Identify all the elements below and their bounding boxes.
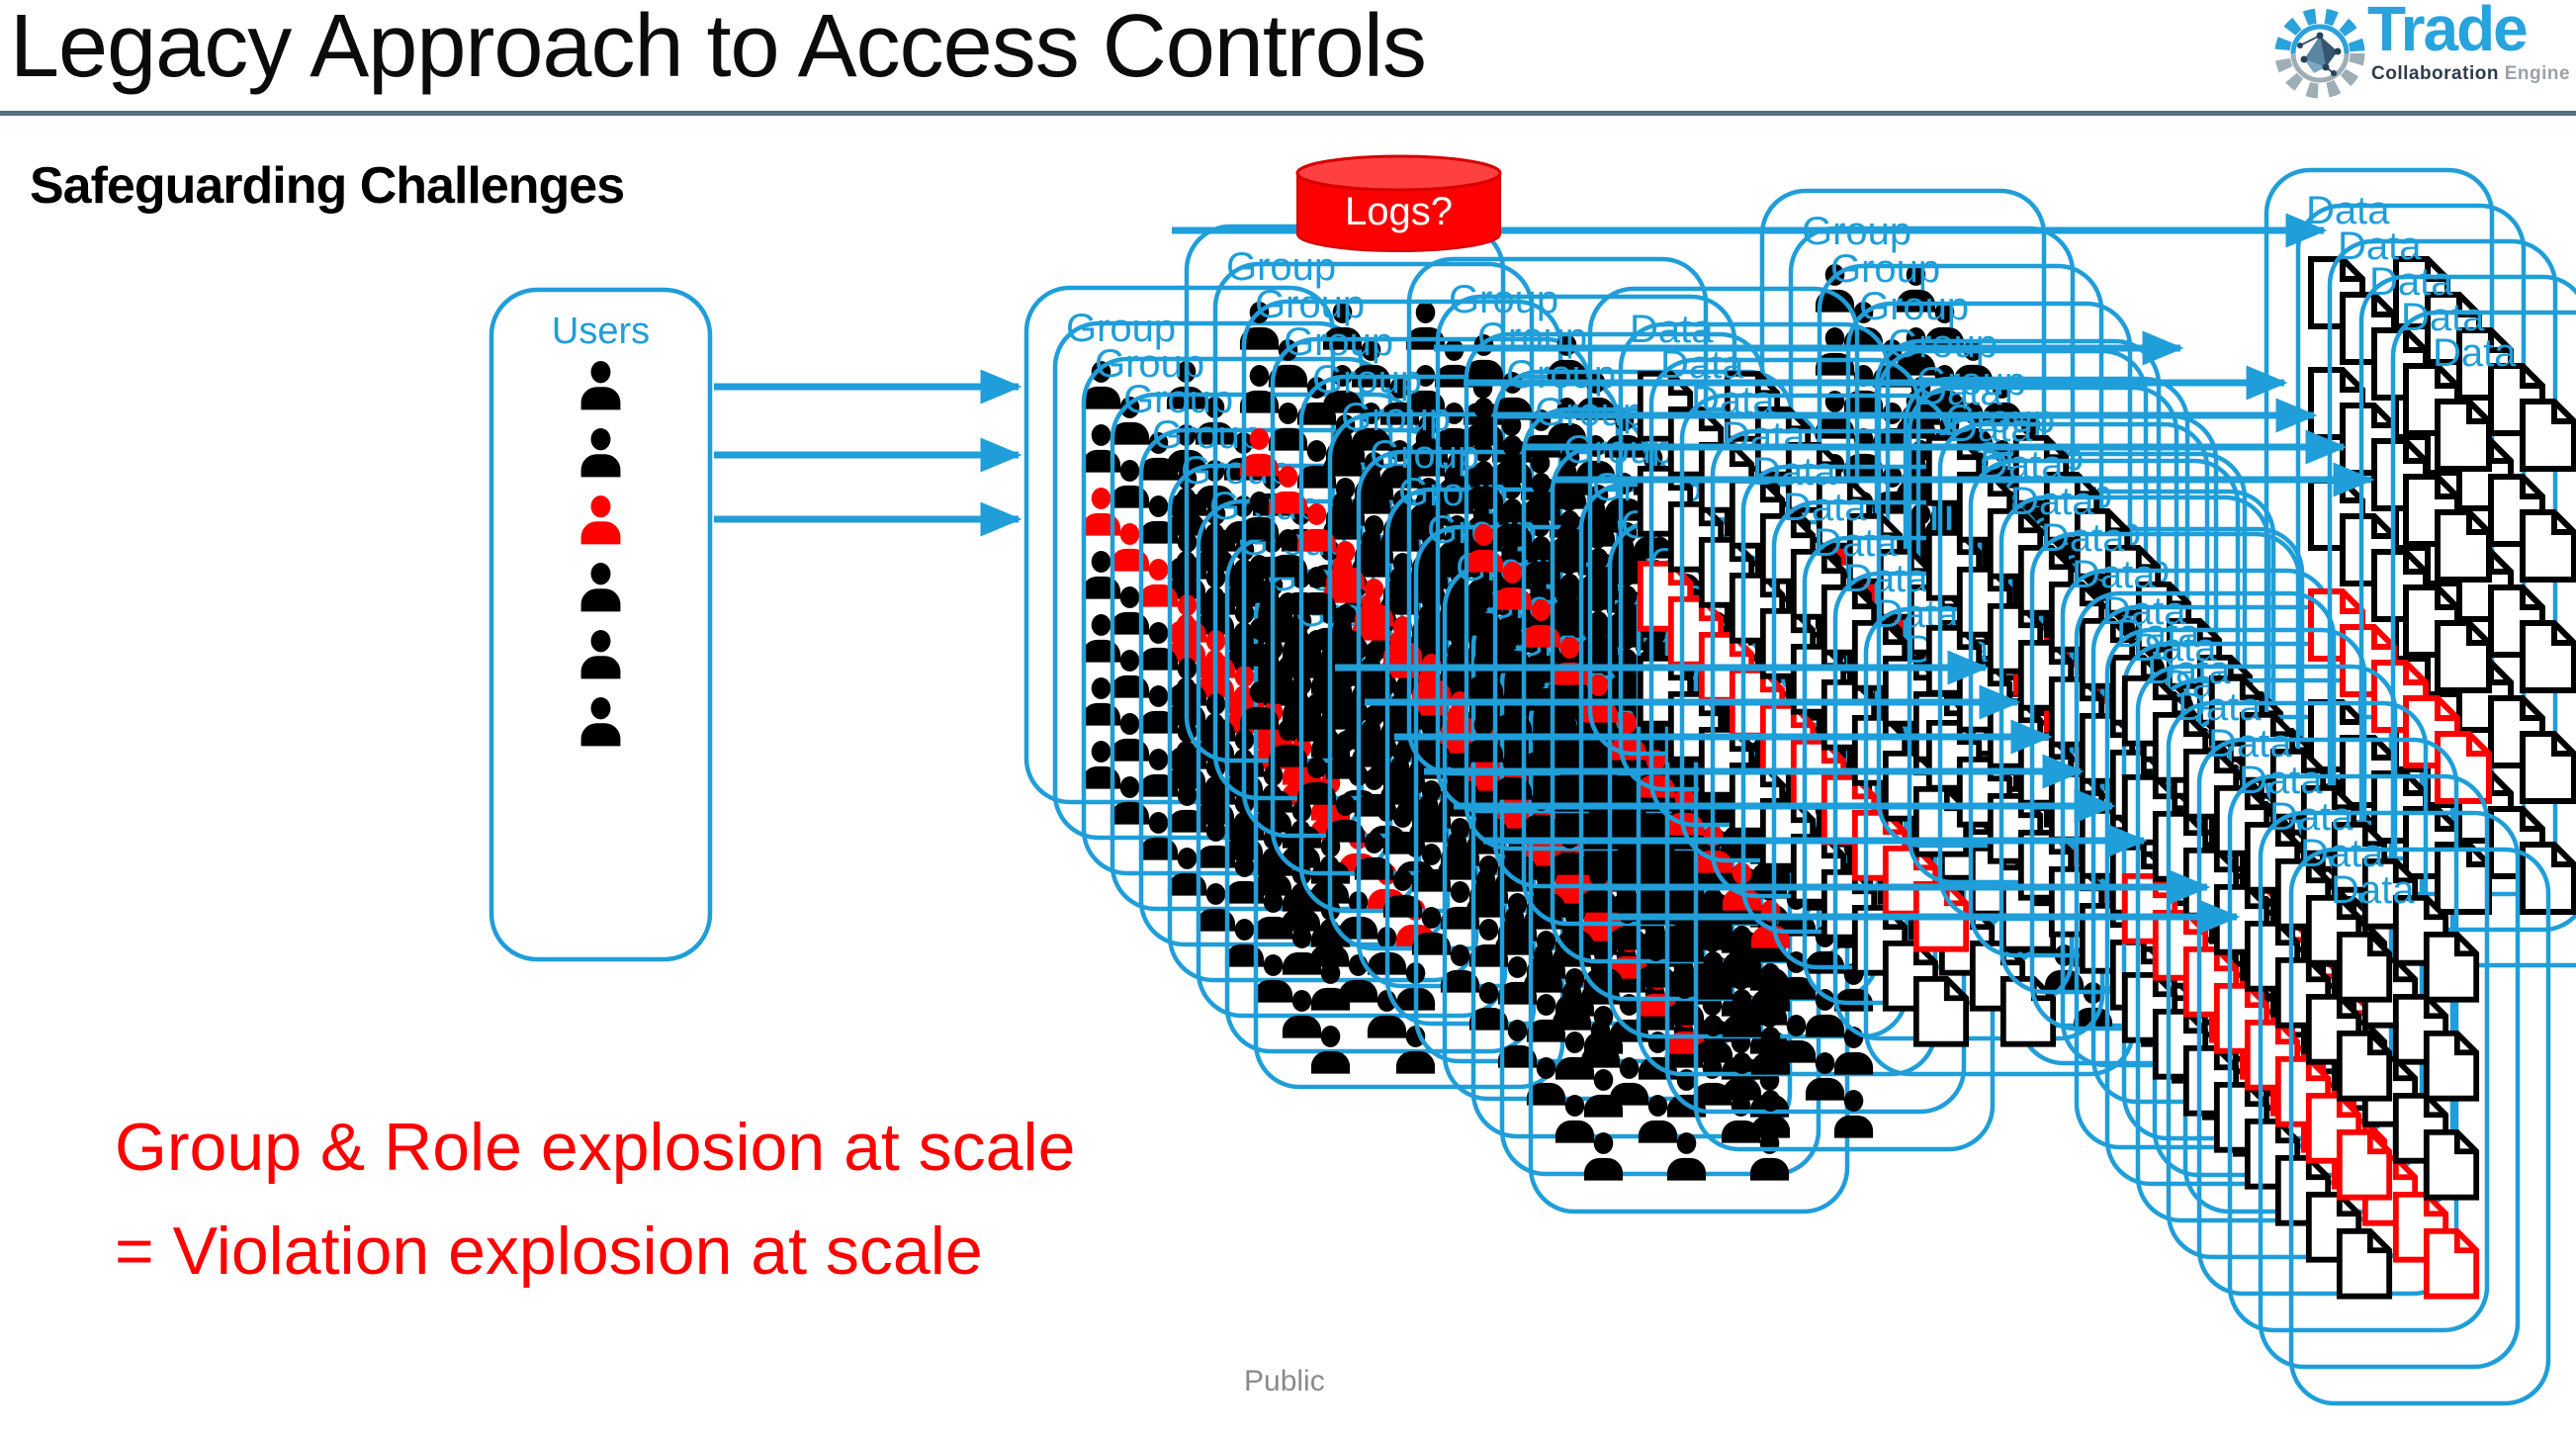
logo-tagline-right: Engine [2504,63,2571,84]
document-icon [2523,623,2574,690]
users-box: Users [489,287,713,962]
logs-cylinder: Logs? [1295,154,1502,252]
document-icon [2427,935,2476,1000]
document-icon [2427,1132,2476,1198]
document-icon [2438,734,2489,801]
warning-message: Group & Role explosion at scale = Violat… [115,1096,1075,1303]
document-icon [2340,1034,2389,1099]
document-icon [2438,402,2489,469]
data-box-label: Data [2331,868,2415,912]
data-box: Data [2390,310,2576,968]
gear-network-icon [2274,8,2365,99]
warning-message-line1: Group & Role explosion at scale [115,1110,1076,1185]
slide-title: Legacy Approach to Access Controls [10,0,1427,96]
document-icon [2438,845,2489,912]
document-icon [2523,512,2574,580]
data-box: Data [2196,737,2459,1297]
data-box: Data [2258,810,2521,1370]
section-heading: Safeguarding Challenges [30,157,625,215]
data-box: Data [2358,274,2576,933]
document-icon [2523,402,2574,469]
document-icon [2438,623,2489,690]
document-icon [2523,734,2574,801]
document-icon [2427,1231,2476,1297]
title-divider [0,111,2576,116]
warning-message-line2: = Violation explosion at scale [115,1213,983,1289]
logs-label: Logs? [1345,190,1453,233]
data-box: Data [2288,847,2551,1406]
data-box-label: Data [2433,331,2517,375]
document-icon [2340,935,2389,1000]
classification-footer: Public [1244,1365,1325,1397]
document-icon [1916,979,1966,1044]
logo-tagline: Collaboration Engine [2371,63,2570,85]
document-icon [2427,1034,2476,1099]
document-icon [2438,512,2489,580]
document-icon [2340,1231,2389,1297]
logo-wordmark: Trade [2367,0,2529,64]
document-icon [2340,1132,2389,1198]
logo-tagline-left: Collaboration [2371,63,2499,84]
users-box-label: Users [552,311,650,352]
trade-collaboration-engine-logo: Trade Collaboration Engine [2268,0,2575,105]
group-box-label: Group [1066,307,1176,350]
